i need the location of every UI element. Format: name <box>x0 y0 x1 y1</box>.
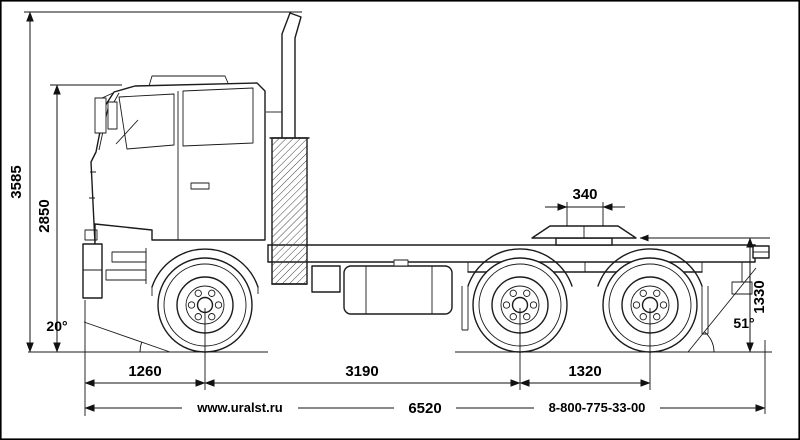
wiper <box>115 119 139 145</box>
front-bumper <box>82 243 103 299</box>
front-overhang-label: 1260 <box>128 363 161 380</box>
dim-overall-length: 6520 www.uralst.ru 8-800-775-33-00 <box>84 399 766 417</box>
rear-height-label: 1330 <box>751 280 768 313</box>
truck-drawing <box>28 12 772 353</box>
exhaust-stack <box>266 12 302 139</box>
rear-bogie-spread-label: 1320 <box>568 363 601 380</box>
rear-fender-front <box>467 248 573 287</box>
door-window <box>182 87 254 147</box>
tow-hitch <box>752 245 770 259</box>
headlight <box>84 229 98 241</box>
dim-approach-angle: 20° <box>46 318 171 353</box>
rear-fender-rear <box>597 248 703 287</box>
dim-fifth-wheel-offset: 340 <box>545 186 625 226</box>
dim-departure-angle: 51° <box>687 267 757 353</box>
fifth-wheel <box>531 225 637 246</box>
dim-cab-height: 2850 <box>36 84 122 353</box>
cab-height-label: 2850 <box>36 199 53 232</box>
fuel-cap <box>393 259 409 267</box>
wheelbase-label: 3190 <box>345 363 378 380</box>
dim-rear-height: 1330 <box>639 234 770 353</box>
approach-angle-label: 20° <box>46 318 67 334</box>
mudflap-front <box>461 286 469 331</box>
grille-lines <box>89 171 96 199</box>
air-intake-box <box>269 137 310 285</box>
fuel-tank <box>343 259 453 315</box>
dim-bottom-chain: 1260 3190 1320 <box>84 300 766 416</box>
fifth-wheel-offset-label: 340 <box>572 186 597 203</box>
front-fender <box>151 248 259 296</box>
overall-length-label: 6520 <box>408 400 441 417</box>
truck-cab <box>84 75 266 245</box>
phone-label: 8-800-775-33-00 <box>549 400 646 415</box>
cab-steps <box>105 248 147 284</box>
side-window <box>118 93 175 150</box>
roof-hatch <box>148 75 229 87</box>
departure-angle-label: 51° <box>733 315 754 331</box>
dim-overall-height: 3585 <box>8 11 302 353</box>
website-label: www.uralst.ru <box>196 400 283 415</box>
mirror <box>94 92 120 134</box>
door-handle <box>190 182 210 190</box>
overall-height-label: 3585 <box>8 165 25 198</box>
battery-box <box>311 265 341 293</box>
